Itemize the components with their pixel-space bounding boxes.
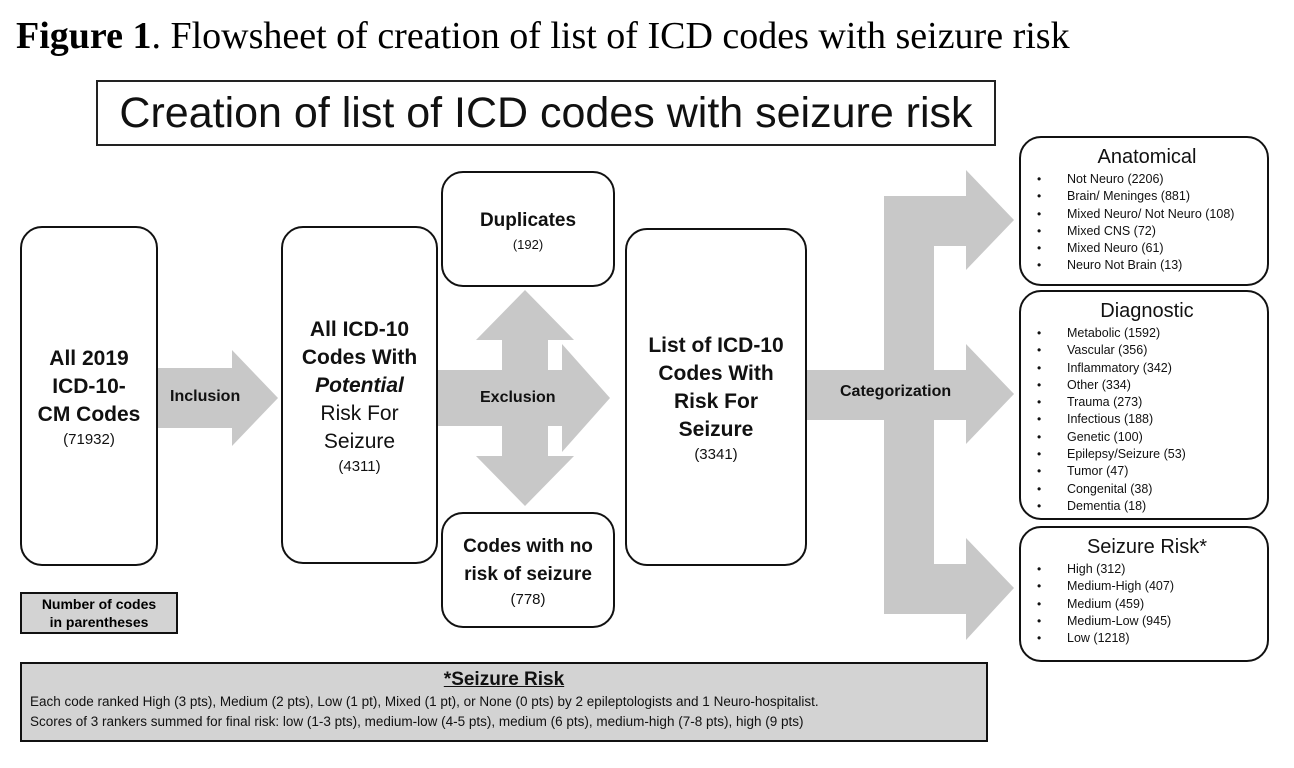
seizure-risk-box: Seizure Risk* High (312) Medium-High (40… bbox=[1019, 526, 1269, 662]
all-codes-line-2: ICD-10- bbox=[52, 374, 126, 398]
diagnostic-title: Diagnostic bbox=[1100, 300, 1194, 322]
list-item: Not Neuro (2206) bbox=[1035, 171, 1259, 189]
no-risk-box: Codes with no risk of seizure (778) bbox=[441, 512, 615, 628]
list-item: Other (334) bbox=[1035, 377, 1259, 395]
legend-box: Number of codes in parentheses bbox=[20, 592, 178, 634]
potential-line-1: All ICD-10 bbox=[309, 317, 410, 341]
list-item: Medium-Low (945) bbox=[1035, 613, 1259, 631]
figure-caption-text: . Flowsheet of creation of list of ICD c… bbox=[151, 15, 1070, 57]
inclusion-label: Inclusion bbox=[170, 388, 241, 405]
potential-line-2: Codes With bbox=[301, 345, 418, 369]
potential-line-4: Risk For bbox=[320, 401, 399, 425]
final-list-line-1: List of ICD-10 bbox=[648, 333, 784, 357]
list-item: Inflammatory (342) bbox=[1035, 360, 1259, 378]
figure-caption: Figure 1. Flowsheet of creation of list … bbox=[16, 14, 1070, 58]
anatomical-title: Anatomical bbox=[1097, 146, 1197, 168]
list-item: Congenital (38) bbox=[1035, 481, 1259, 499]
potential-line-5: Seizure bbox=[323, 429, 396, 453]
legend-line-2: in parentheses bbox=[49, 614, 149, 630]
list-item: Low (1218) bbox=[1035, 630, 1259, 648]
all-codes-count: (71932) bbox=[63, 430, 115, 448]
list-item: Mixed Neuro (61) bbox=[1035, 240, 1259, 258]
list-item: Mixed Neuro/ Not Neuro (108) bbox=[1035, 206, 1259, 224]
list-item: Mixed CNS (72) bbox=[1035, 223, 1259, 241]
list-item: Vascular (356) bbox=[1035, 342, 1259, 360]
seizure-risk-list: High (312) Medium-High (407) Medium (459… bbox=[1035, 561, 1259, 648]
no-risk-line-1: Codes with no bbox=[463, 535, 593, 557]
potential-line-3: Potential bbox=[315, 373, 404, 397]
final-list-line-4: Seizure bbox=[678, 417, 754, 441]
diagnostic-box: Diagnostic Metabolic (1592) Vascular (35… bbox=[1019, 290, 1269, 520]
list-item: Genetic (100) bbox=[1035, 429, 1259, 447]
exclusion-label: Exclusion bbox=[480, 389, 556, 406]
anatomical-box: Anatomical Not Neuro (2206) Brain/ Menin… bbox=[1019, 136, 1269, 286]
all-codes-line-3: CM Codes bbox=[37, 402, 141, 426]
figure-label: Figure 1 bbox=[16, 15, 152, 57]
note-line-2: Scores of 3 rankers summed for final ris… bbox=[30, 714, 804, 729]
seizure-risk-note: *Seizure Risk Each code ranked High (3 p… bbox=[20, 662, 988, 742]
list-item: Medium-High (407) bbox=[1035, 578, 1259, 596]
all-codes-line-1: All 2019 bbox=[49, 346, 129, 370]
inclusion-arrow bbox=[156, 350, 278, 446]
note-line-1: Each code ranked High (3 pts), Medium (2… bbox=[30, 694, 819, 709]
no-risk-line-2: risk of seizure bbox=[464, 563, 592, 585]
legend-line-1: Number of codes bbox=[41, 596, 157, 612]
exclusion-vertical-arrow bbox=[476, 290, 574, 506]
no-risk-count: (778) bbox=[510, 590, 546, 608]
final-list-line-3: Risk For bbox=[673, 389, 759, 413]
duplicates-label: Duplicates bbox=[479, 209, 577, 231]
diagnostic-list: Metabolic (1592) Vascular (356) Inflamma… bbox=[1035, 325, 1259, 516]
list-item: Medium (459) bbox=[1035, 596, 1259, 614]
list-item: High (312) bbox=[1035, 561, 1259, 579]
potential-count: (4311) bbox=[338, 457, 381, 475]
list-item: Epilepsy/Seizure (53) bbox=[1035, 446, 1259, 464]
list-item: Trauma (273) bbox=[1035, 394, 1259, 412]
duplicates-count: (192) bbox=[512, 236, 544, 252]
list-item: Tumor (47) bbox=[1035, 463, 1259, 481]
list-item: Brain/ Meninges (881) bbox=[1035, 188, 1259, 206]
anatomical-list: Not Neuro (2206) Brain/ Meninges (881) M… bbox=[1035, 171, 1259, 275]
note-title: *Seizure Risk bbox=[443, 669, 565, 690]
categorization-label: Categorization bbox=[840, 383, 952, 400]
final-list-box: List of ICD-10 Codes With Risk For Seizu… bbox=[625, 228, 807, 566]
final-list-count: (3341) bbox=[694, 445, 738, 463]
list-item: Neuro Not Brain (13) bbox=[1035, 257, 1259, 275]
final-list-line-2: Codes With bbox=[658, 361, 774, 385]
list-item: Dementia (18) bbox=[1035, 498, 1259, 516]
all-codes-box: All 2019 ICD-10- CM Codes (71932) bbox=[20, 226, 158, 566]
list-item: Infectious (188) bbox=[1035, 411, 1259, 429]
diagram-title: Creation of list of ICD codes with seizu… bbox=[96, 80, 996, 146]
duplicates-box: Duplicates (192) bbox=[441, 171, 615, 287]
categorization-arrow bbox=[806, 170, 1014, 640]
potential-risk-box: All ICD-10 Codes With Potential Risk For… bbox=[281, 226, 438, 564]
list-item: Metabolic (1592) bbox=[1035, 325, 1259, 343]
seizure-risk-title: Seizure Risk* bbox=[1086, 536, 1208, 558]
